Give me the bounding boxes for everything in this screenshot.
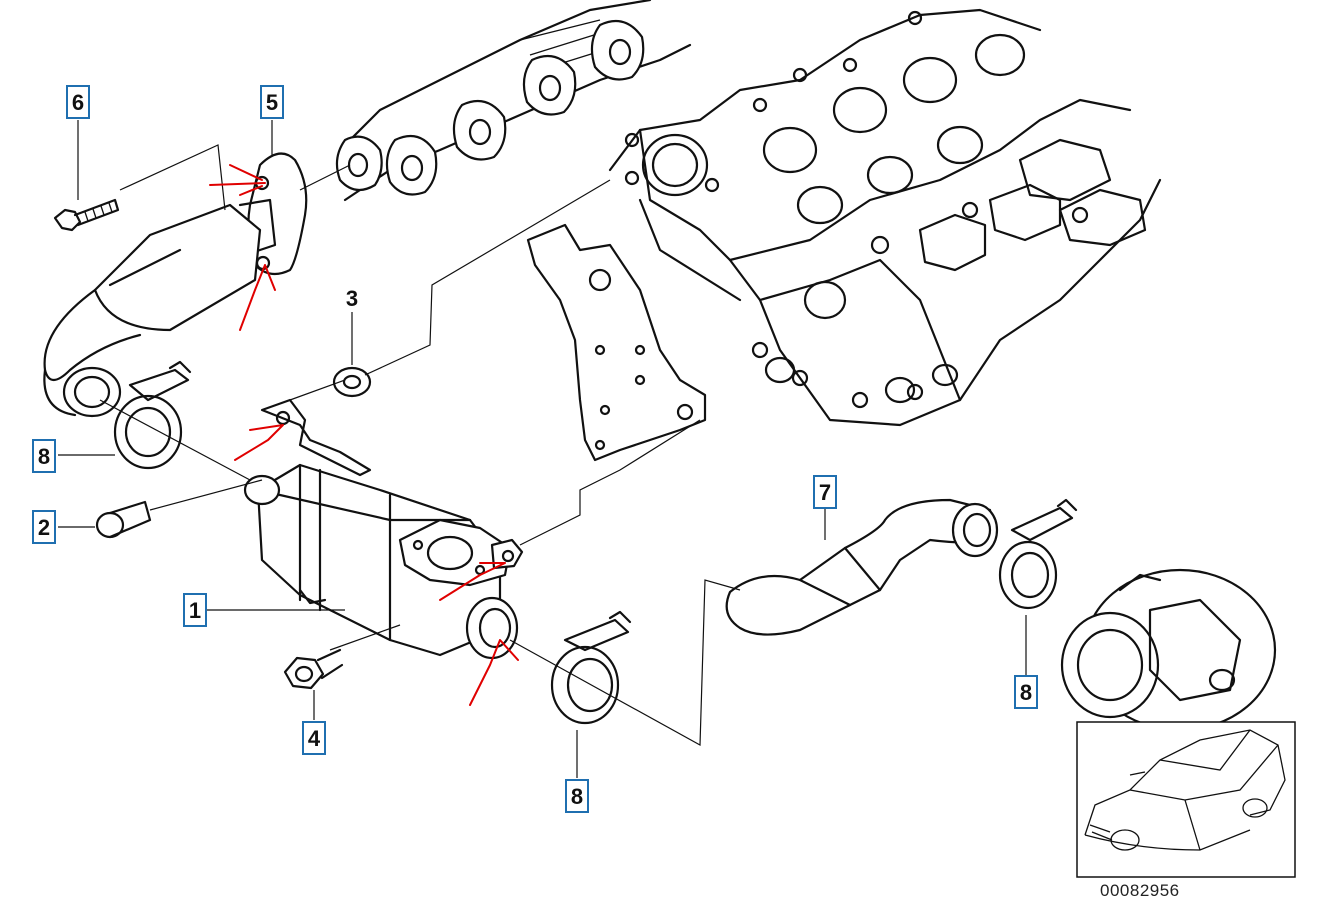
callout-5-label: 5 xyxy=(266,90,278,115)
callout-1: 1 xyxy=(183,593,207,627)
car-thumbnail xyxy=(1076,721,1296,878)
callout-8-right: 8 xyxy=(1014,675,1038,709)
callout-1-label: 1 xyxy=(189,598,201,623)
callout-8-right-label: 8 xyxy=(1020,680,1032,705)
callout-6-label: 6 xyxy=(72,90,84,115)
bolt-6 xyxy=(53,198,120,232)
upper-egr-pipe xyxy=(43,152,308,418)
egr-valve xyxy=(1060,568,1277,732)
lower-egr-pipe xyxy=(725,498,999,636)
leader-lines xyxy=(58,120,1027,778)
clamp-upper xyxy=(113,360,192,470)
callout-5: 5 xyxy=(260,85,284,119)
diagram-reference-number: 00082956 xyxy=(1100,881,1180,900)
red-markings xyxy=(209,164,519,706)
callout-7-label: 7 xyxy=(819,480,831,505)
callout-6: 6 xyxy=(66,85,90,119)
exhaust-manifold xyxy=(335,0,692,202)
callout-3-label: 3 xyxy=(346,286,358,311)
callout-7: 7 xyxy=(813,475,837,509)
callout-8-left: 8 xyxy=(32,439,56,473)
washer-3 xyxy=(332,366,372,398)
bolt-4 xyxy=(283,648,344,690)
callout-2: 2 xyxy=(32,510,56,544)
callout-4: 4 xyxy=(302,721,326,755)
assembly-lines xyxy=(99,144,741,747)
clamp-right xyxy=(998,498,1078,610)
egr-cooler xyxy=(243,398,524,660)
callout-4-label: 4 xyxy=(308,726,321,751)
callout-2-label: 2 xyxy=(38,515,50,540)
callout-8-left-label: 8 xyxy=(38,444,50,469)
cylinder-head xyxy=(608,8,1162,427)
bolt-2 xyxy=(95,500,152,539)
clamp-lower-center xyxy=(550,610,632,725)
callout-3: 3 xyxy=(346,286,358,311)
callout-8-center-label: 8 xyxy=(571,784,583,809)
callout-8-center: 8 xyxy=(565,779,589,813)
